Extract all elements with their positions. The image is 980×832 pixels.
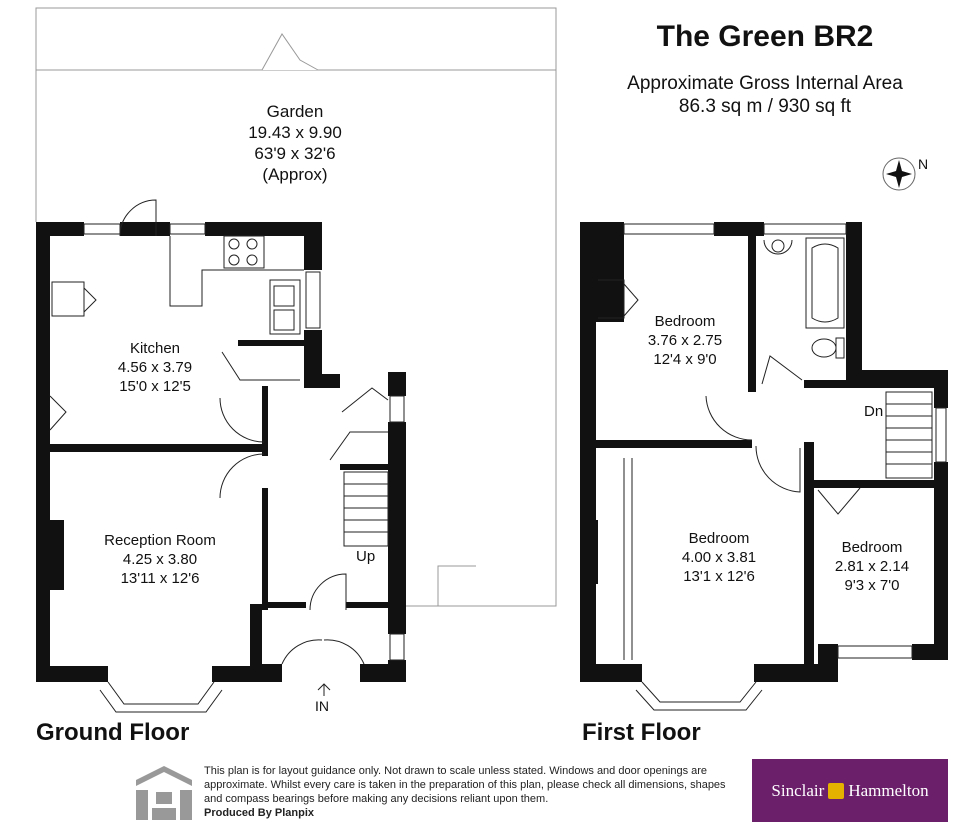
house-icon [828,782,845,799]
bedroom-1-imperial: 12'4 x 9'0 [653,351,717,368]
compass-label: N [918,156,929,172]
garden-label: Garden 19.43 x 9.90 63'9 x 32'6 (Approx) [200,101,390,185]
produced-by: Produced By Planpix [204,807,315,819]
ground-floor-walls [36,222,406,682]
ground-floor-title: Ground Floor [36,719,190,746]
bedroom-1-name: Bedroom [654,313,716,330]
reception-name: Reception Room [104,532,216,549]
bedroom-2-metric: 4.00 x 3.81 [681,549,757,566]
ground-floor-fixtures [49,199,405,713]
entrance-label: IN [315,698,329,714]
stairs-down-label: Dn [864,403,884,420]
kitchen-imperial: 15'0 x 12'5 [119,378,191,395]
area-value: 86.3 sq m / 930 sq ft [678,96,852,117]
kitchen-label: Kitchen 4.56 x 3.79 15'0 x 12'5 [90,339,220,396]
brand-logo: Sinclair Hammelton [752,759,948,822]
kitchen-metric: 4.56 x 3.79 [117,359,193,376]
bedroom-3-label: Bedroom 2.81 x 2.14 9'3 x 7'0 [812,538,932,595]
reception-imperial: 13'11 x 12'6 [120,570,200,587]
first-floor-title: First Floor [582,719,701,746]
bedroom-3-imperial: 9'3 x 7'0 [844,577,900,594]
kitchen-name: Kitchen [129,340,181,357]
garden-outline [35,7,557,607]
bedroom-2-label: Bedroom 4.00 x 3.81 13'1 x 12'6 [654,529,784,586]
planpix-logo-icon [136,766,192,820]
stairs-up-label: Up [356,548,376,565]
disclaimer-text: This plan is for layout guidance only. N… [204,765,726,805]
garden-imperial: 63'9 x 32'6 [254,144,336,163]
area-label: Approximate Gross Internal Area [627,73,903,94]
bedroom-3-name: Bedroom [841,539,903,556]
bedroom-3-metric: 2.81 x 2.14 [834,558,910,575]
brand-left: Sinclair [771,780,825,800]
garden-metric: 19.43 x 9.90 [248,123,342,142]
compass-icon [882,157,916,191]
page-title: The Green BR2 [656,20,874,53]
disclaimer: This plan is for layout guidance only. N… [204,764,744,820]
garden-note: (Approx) [262,165,328,184]
first-floor-fixtures [598,223,947,711]
bedroom-1-label: Bedroom 3.76 x 2.75 12'4 x 9'0 [620,312,750,369]
area-summary: Approximate Gross Internal Area 86.3 sq … [560,72,970,118]
brand-right: Hammelton [848,780,929,800]
first-floor-walls [580,222,948,682]
garden-name: Garden [266,102,324,121]
bedroom-2-name: Bedroom [688,530,750,547]
reception-room-label: Reception Room 4.25 x 3.80 13'11 x 12'6 [80,531,240,588]
bedroom-1-metric: 3.76 x 2.75 [647,332,723,349]
reception-metric: 4.25 x 3.80 [122,551,198,568]
bedroom-2-imperial: 13'1 x 12'6 [683,568,755,585]
